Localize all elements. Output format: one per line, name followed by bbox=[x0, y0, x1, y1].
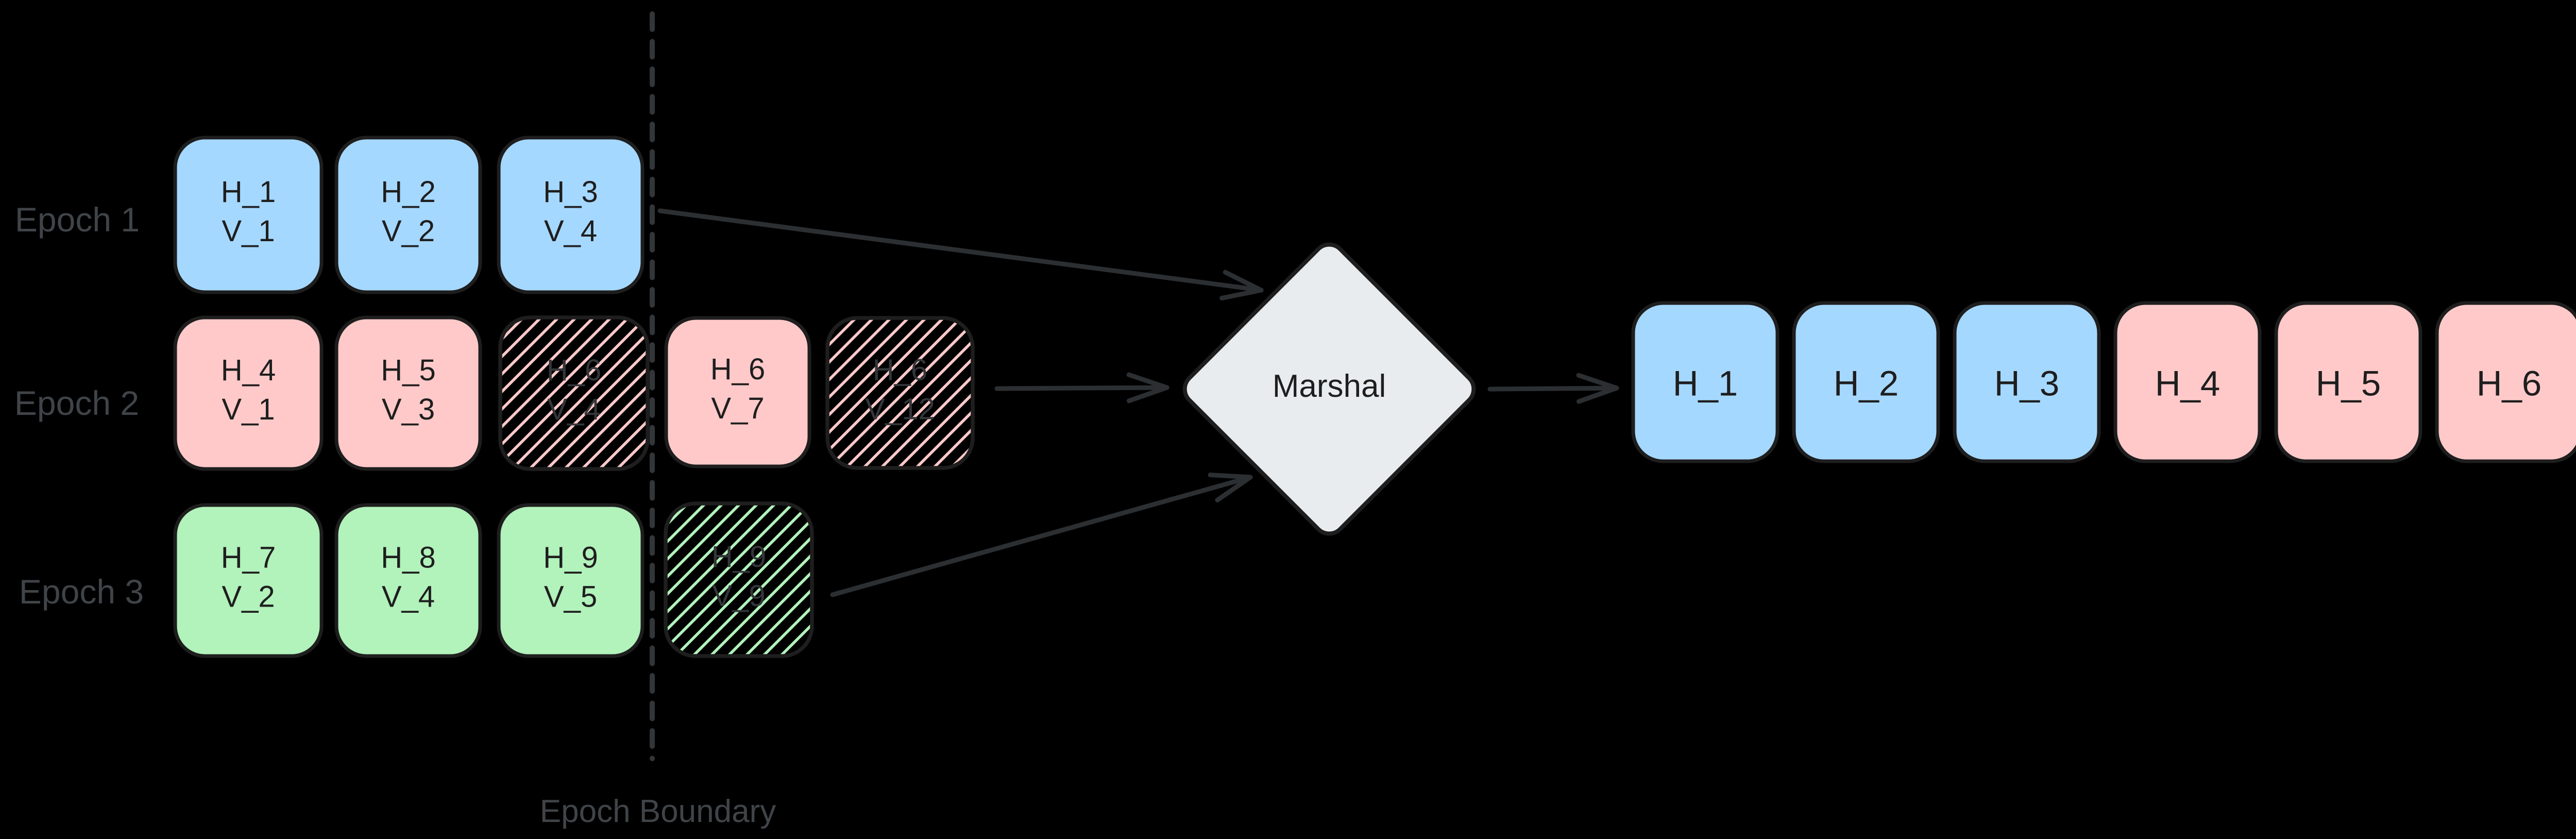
svg-text:V_2: V_2 bbox=[382, 214, 435, 248]
svg-text:H_9: H_9 bbox=[711, 540, 766, 574]
svg-text:H_6: H_6 bbox=[547, 354, 601, 387]
svg-text:H_4: H_4 bbox=[221, 354, 276, 387]
svg-text:H_5: H_5 bbox=[381, 354, 435, 387]
svg-text:Epoch 1: Epoch 1 bbox=[15, 200, 140, 239]
svg-text:H_2: H_2 bbox=[381, 175, 435, 209]
svg-text:H_7: H_7 bbox=[221, 541, 276, 575]
svg-text:Epoch 2: Epoch 2 bbox=[14, 384, 139, 422]
svg-text:H_9: H_9 bbox=[543, 541, 598, 575]
svg-text:V_2: V_2 bbox=[222, 580, 275, 614]
svg-text:H_3: H_3 bbox=[543, 175, 598, 209]
svg-text:V_3: V_3 bbox=[382, 393, 435, 426]
svg-text:V_12: V_12 bbox=[865, 393, 935, 426]
svg-text:V_1: V_1 bbox=[222, 393, 275, 426]
svg-text:H_4: H_4 bbox=[2155, 364, 2221, 404]
svg-text:V_9: V_9 bbox=[712, 579, 765, 613]
svg-text:V_4: V_4 bbox=[547, 393, 600, 426]
svg-text:H_2: H_2 bbox=[1834, 364, 1899, 404]
svg-text:H_1: H_1 bbox=[221, 175, 276, 209]
svg-text:Epoch 3: Epoch 3 bbox=[19, 573, 144, 611]
svg-text:Marshal: Marshal bbox=[1273, 368, 1386, 404]
svg-text:V_7: V_7 bbox=[711, 392, 764, 425]
svg-text:H_1: H_1 bbox=[1673, 364, 1738, 404]
svg-text:Epoch Boundary: Epoch Boundary bbox=[540, 794, 776, 829]
svg-text:V_4: V_4 bbox=[382, 580, 435, 614]
svg-text:H_6: H_6 bbox=[873, 354, 927, 387]
svg-text:H_5: H_5 bbox=[2316, 364, 2381, 404]
svg-text:H_6: H_6 bbox=[710, 353, 765, 386]
svg-text:V_5: V_5 bbox=[544, 580, 597, 614]
svg-text:V_4: V_4 bbox=[544, 214, 597, 248]
svg-text:H_8: H_8 bbox=[381, 541, 435, 575]
svg-text:H_3: H_3 bbox=[1994, 364, 2060, 404]
svg-text:H_6: H_6 bbox=[2477, 364, 2542, 404]
svg-text:V_1: V_1 bbox=[222, 214, 275, 248]
